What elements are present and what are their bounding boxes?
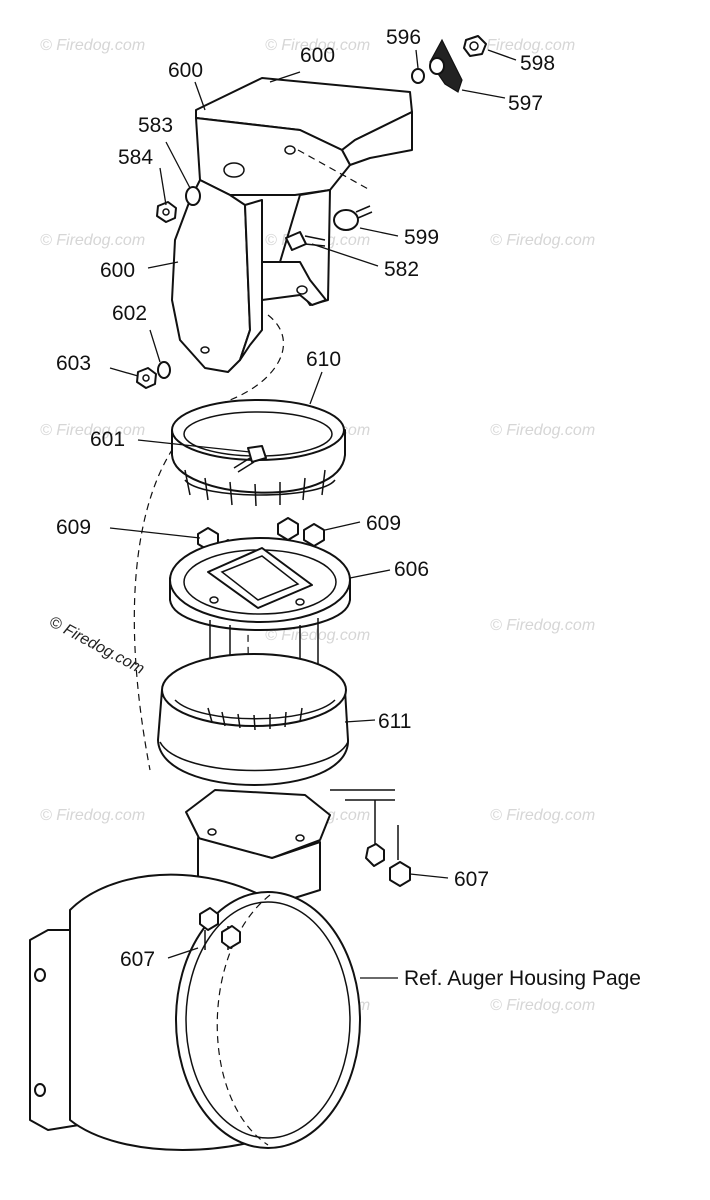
part-label-606: 606 — [394, 558, 429, 581]
bolt-601 — [233, 445, 267, 473]
hardware-583-584 — [156, 186, 201, 223]
part-label-598: 598 — [520, 52, 555, 75]
bolts-607-right — [365, 800, 411, 887]
watermark: © Firedog.com — [490, 807, 595, 824]
part-label-609: 609 — [56, 516, 91, 539]
part-label-582: 582 — [384, 258, 419, 281]
part-label-600: 600 — [168, 59, 203, 82]
part-label-599: 599 — [404, 226, 439, 249]
chute-ring-610 — [171, 399, 346, 507]
bolts-607-left — [199, 907, 241, 950]
part-label-584: 584 — [118, 146, 153, 169]
watermark: © Firedog.com — [490, 422, 595, 439]
reference-note: Ref. Auger Housing Page — [404, 967, 641, 990]
watermark: © Firedog.com — [40, 422, 145, 439]
watermark-copyright: © Firedog.com — [46, 614, 147, 678]
hardware-599-582 — [285, 205, 373, 251]
chute-deflector-600 — [171, 77, 413, 373]
plate-ring-606 — [169, 537, 351, 631]
watermark: © Firedog.com — [40, 37, 145, 54]
watermark: © Firedog.com — [490, 617, 595, 634]
part-label-583: 583 — [138, 114, 173, 137]
part-label-600: 600 — [300, 44, 335, 67]
leader-lines — [109, 49, 517, 979]
part-label-596: 596 — [386, 26, 421, 49]
part-label-600: 600 — [100, 259, 135, 282]
part-labels: 600 600 596 598 597 583 584 599 582 600 … — [56, 26, 641, 990]
watermark: © Firedog.com — [490, 232, 595, 249]
part-label-607: 607 — [120, 948, 155, 971]
watermark: © Firedog.com — [265, 37, 370, 54]
auger-housing — [29, 873, 361, 1151]
part-label-597: 597 — [508, 92, 543, 115]
part-label-603: 603 — [56, 352, 91, 375]
ring-gear-611 — [157, 653, 350, 786]
part-label-611: 611 — [378, 710, 411, 733]
part-label-610: 610 — [306, 348, 341, 371]
watermark: © Firedog.com — [40, 232, 145, 249]
hardware-602-603 — [136, 361, 171, 389]
part-label-601: 601 — [90, 428, 125, 451]
part-label-609: 609 — [366, 512, 401, 535]
watermark: © Firedog.com — [490, 997, 595, 1014]
part-label-607: 607 — [454, 868, 489, 891]
part-label-602: 602 — [112, 302, 147, 325]
hardware-596-598 — [411, 35, 487, 93]
watermark: © Firedog.com — [470, 37, 575, 54]
watermark: © Firedog.com — [40, 807, 145, 824]
